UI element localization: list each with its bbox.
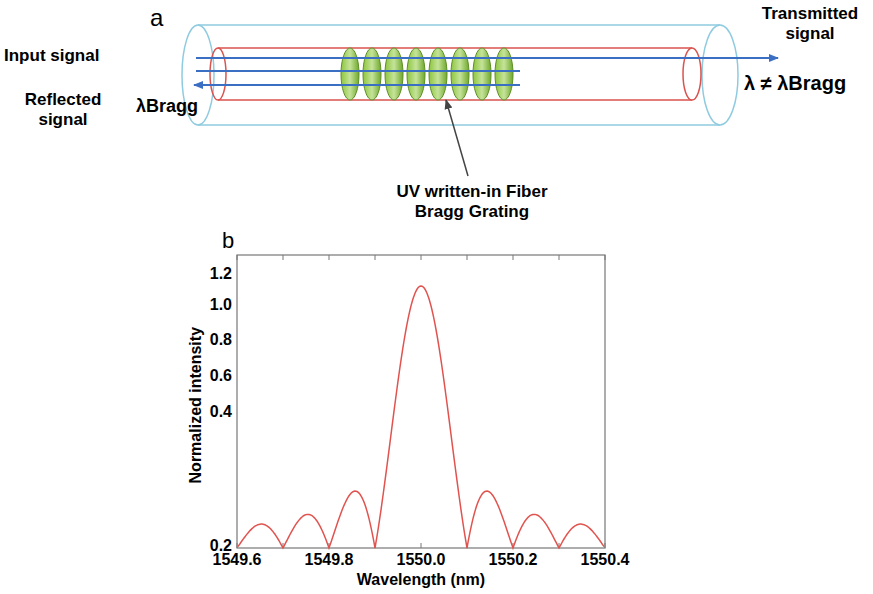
- grating-disc: [451, 48, 469, 100]
- grating-disc: [429, 48, 447, 100]
- axis-tick: [237, 543, 238, 548]
- tick-label: 1549.8: [305, 551, 354, 569]
- axis-title: Wavelength (nm): [357, 571, 485, 589]
- axis-tick: [375, 255, 376, 260]
- axis-tick: [421, 543, 422, 548]
- grating-disc: [363, 48, 381, 100]
- axis-tick: [421, 255, 422, 260]
- grating-disc: [473, 48, 491, 100]
- grating-disc: [407, 48, 425, 100]
- panel-letter: a: [150, 4, 163, 32]
- wavelength-label: λ ≠ λBragg: [744, 72, 846, 95]
- tick-label: 0.6: [210, 367, 232, 385]
- signal-label: Transmitted signal: [750, 4, 870, 43]
- tick-label: 0.8: [210, 331, 232, 349]
- reflection-spectrum: [238, 286, 604, 548]
- axis-tick: [237, 255, 238, 260]
- grating-disc: [385, 48, 403, 100]
- axis-tick: [605, 255, 606, 260]
- axis-tick: [605, 543, 606, 548]
- axis-tick: [283, 255, 284, 260]
- signal-label: Input signal: [4, 46, 99, 66]
- signal-label: Reflected signal: [8, 90, 118, 129]
- tick-label: 1549.6: [213, 551, 262, 569]
- grating-disc: [495, 48, 513, 100]
- panel-letter: b: [222, 228, 234, 253]
- axis-tick: [467, 255, 468, 260]
- grating-label: UV written-in Fiber Bragg Grating: [372, 182, 572, 221]
- axis-title: Normalized intensity: [187, 327, 205, 483]
- tick-label: 0.4: [210, 403, 232, 421]
- axis-tick: [329, 255, 330, 260]
- tick-label: 1550.4: [581, 551, 630, 569]
- axis-tick: [513, 255, 514, 260]
- wavelength-label: λBragg: [136, 96, 198, 117]
- tick-label: 1550.2: [489, 551, 538, 569]
- tick-label: 1550.0: [397, 551, 446, 569]
- grating-disc: [341, 48, 359, 100]
- axis-tick: [559, 255, 560, 260]
- tick-label: 1.0: [210, 296, 232, 314]
- tick-label: 1.2: [210, 265, 232, 283]
